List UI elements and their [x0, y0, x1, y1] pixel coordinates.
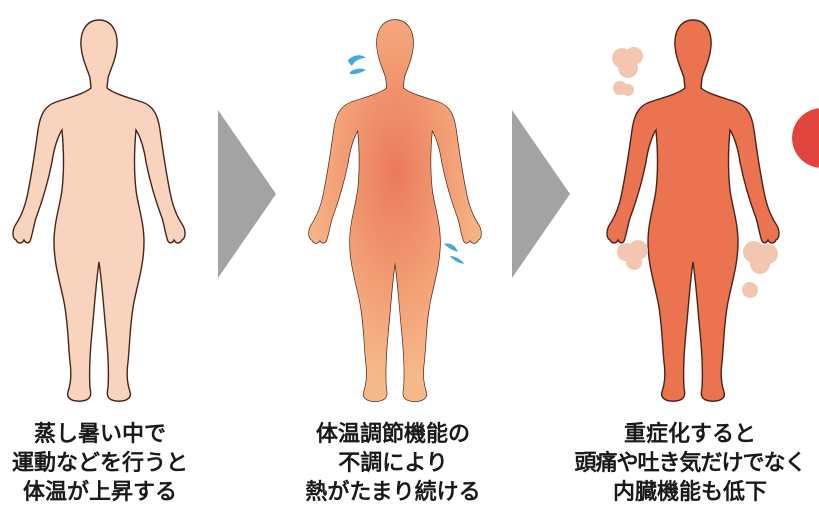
- right-arrow-icon: [218, 110, 276, 278]
- steam-puff-icon: [612, 47, 643, 96]
- caption-line: 不調により: [338, 451, 448, 476]
- caption-line: 体温が上昇する: [22, 480, 177, 505]
- body-silhouette-icon: [12, 19, 186, 402]
- caption-stage-1: 蒸し暑い中で 運動などを行うと 体温が上昇する: [0, 420, 235, 507]
- caption-line: 頭痛や吐き気だけでなく: [574, 451, 806, 476]
- sweat-drop-icon: [444, 243, 464, 264]
- caption-line: 体温調節機能の: [315, 422, 470, 447]
- caption-line: 熱がたまり続ける: [305, 480, 481, 505]
- right-arrow-icon: [512, 110, 570, 278]
- sweat-drop-icon: [348, 55, 366, 75]
- caption-stage-3: 重症化すると 頭痛や吐き気だけでなく 内臓機能も低下: [555, 420, 819, 507]
- body-silhouette-icon: [308, 19, 482, 402]
- caption-line: 蒸し暑い中で: [33, 422, 166, 447]
- body-figure-stage-1: [4, 12, 194, 404]
- caption-line: 内臓機能も低下: [612, 480, 767, 505]
- caption-line: 運動などを行うと: [11, 451, 188, 476]
- steam-puff-icon: [617, 240, 648, 270]
- caption-line: 重症化すると: [623, 422, 756, 447]
- badge-icon: [792, 108, 819, 168]
- body-figure-stage-2: [300, 12, 490, 404]
- steam-puff-icon: [742, 241, 778, 298]
- caption-stage-2: 体温調節機能の 不調により 熱がたまり続ける: [258, 420, 528, 507]
